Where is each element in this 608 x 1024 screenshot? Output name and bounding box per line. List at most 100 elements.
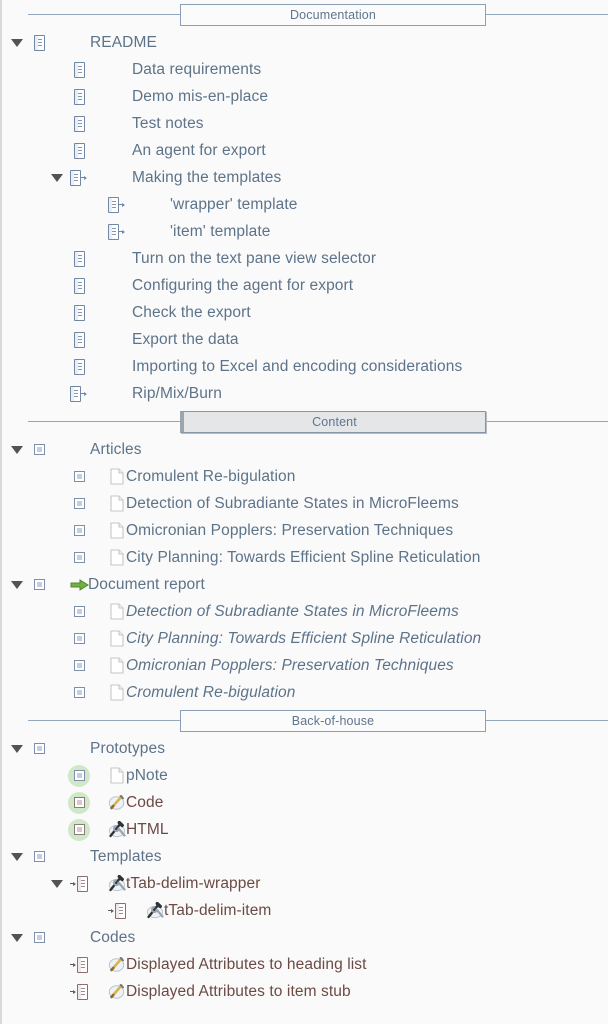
row-bullet[interactable] <box>68 873 90 895</box>
outline-row[interactable]: Detection of Subradiante States in Micro… <box>2 490 608 517</box>
row-bullet[interactable] <box>106 900 128 922</box>
outline-row[interactable]: Configuring the agent for export <box>2 272 608 299</box>
row-bullet[interactable] <box>28 574 50 596</box>
outline-row[interactable]: Test notes <box>2 110 608 137</box>
section-header-documentation[interactable]: Documentation <box>180 4 486 26</box>
outline-row[interactable]: City Planning: Towards Efficient Spline … <box>2 544 608 571</box>
section-header-back-of-house[interactable]: Back-of-house <box>180 710 486 732</box>
row-bullet[interactable] <box>68 655 90 677</box>
outline-row[interactable]: Articles <box>2 436 608 463</box>
group-square-icon[interactable] <box>73 687 85 698</box>
outline-row[interactable]: Cromulent Re-bigulation <box>2 463 608 490</box>
row-bullet[interactable] <box>68 520 90 542</box>
outline-row[interactable]: Detection of Subradiante States in Micro… <box>2 598 608 625</box>
outline-row[interactable]: Prototypes <box>2 735 608 762</box>
row-leaf-icon <box>144 900 166 922</box>
disclosure-triangle-open-icon[interactable] <box>10 578 24 592</box>
row-bullet[interactable] <box>68 383 90 405</box>
disclosure-triangle-open-icon[interactable] <box>10 850 24 864</box>
disclosure-placeholder <box>50 252 64 266</box>
outline-row[interactable]: Check the export <box>2 299 608 326</box>
row-bullet[interactable] <box>68 954 90 976</box>
row-label: Detection of Subradiante States in Micro… <box>126 602 459 620</box>
outline-row[interactable]: Displayed Attributes to heading list <box>2 951 608 978</box>
outline-row[interactable]: Templates <box>2 843 608 870</box>
row-bullet[interactable] <box>68 113 90 135</box>
row-bullet[interactable] <box>68 248 90 270</box>
outline-row[interactable]: Demo mis-en-place <box>2 83 608 110</box>
row-bullet[interactable] <box>68 818 90 841</box>
outline-row[interactable]: Data requirements <box>2 56 608 83</box>
outline-row[interactable]: Document report <box>2 571 608 598</box>
outline-row[interactable]: README <box>2 29 608 56</box>
outline-row[interactable]: Omicronian Popplers: Preservation Techni… <box>2 517 608 544</box>
outline-row[interactable]: pNote <box>2 762 608 789</box>
group-square-icon[interactable] <box>73 770 85 781</box>
outline-row[interactable]: tTab-delim-wrapper <box>2 870 608 897</box>
row-bullet[interactable] <box>68 601 90 623</box>
disclosure-triangle-open-icon[interactable] <box>10 931 24 945</box>
section-header-content[interactable]: Content <box>180 411 486 433</box>
outline-row[interactable]: 'wrapper' template <box>2 191 608 218</box>
group-square-icon[interactable] <box>73 606 85 617</box>
outline-row[interactable]: Importing to Excel and encoding consider… <box>2 353 608 380</box>
outline-row[interactable]: Rip/Mix/Burn <box>2 380 608 407</box>
row-bullet[interactable] <box>68 275 90 297</box>
outline-row[interactable]: Export the data <box>2 326 608 353</box>
disclosure-triangle-open-icon[interactable] <box>10 36 24 50</box>
row-bullet[interactable] <box>68 466 90 488</box>
row-bullet[interactable] <box>68 547 90 569</box>
row-bullet[interactable] <box>68 764 90 787</box>
row-bullet[interactable] <box>68 791 90 814</box>
row-bullet[interactable] <box>68 682 90 704</box>
row-bullet[interactable] <box>68 167 90 189</box>
row-bullet[interactable] <box>68 356 90 378</box>
outline-row[interactable]: Turn on the text pane view selector <box>2 245 608 272</box>
group-square-icon[interactable] <box>33 851 45 862</box>
group-square-icon[interactable] <box>73 471 85 482</box>
group-square-icon[interactable] <box>33 743 45 754</box>
row-bullet[interactable] <box>68 302 90 324</box>
row-bullet[interactable] <box>68 59 90 81</box>
outline-row[interactable]: Codes <box>2 924 608 951</box>
row-leaf-icon <box>106 819 128 841</box>
row-bullet[interactable] <box>68 140 90 162</box>
row-bullet[interactable] <box>106 194 128 216</box>
outline-row[interactable]: HTML <box>2 816 608 843</box>
outline-row[interactable]: Displayed Attributes to item stub <box>2 978 608 1005</box>
outline-row[interactable]: City Planning: Towards Efficient Spline … <box>2 625 608 652</box>
group-square-icon[interactable] <box>73 633 85 644</box>
outline-row[interactable]: An agent for export <box>2 137 608 164</box>
outline-row[interactable]: Omicronian Popplers: Preservation Techni… <box>2 652 608 679</box>
row-bullet[interactable] <box>68 86 90 108</box>
group-square-icon[interactable] <box>73 824 85 835</box>
row-bullet[interactable] <box>68 628 90 650</box>
row-bullet[interactable] <box>28 439 50 461</box>
disclosure-triangle-open-icon[interactable] <box>10 443 24 457</box>
group-square-icon[interactable] <box>33 579 45 590</box>
group-square-icon[interactable] <box>73 797 85 808</box>
group-square-icon[interactable] <box>33 932 45 943</box>
row-bullet[interactable] <box>68 981 90 1003</box>
disclosure-triangle-open-icon[interactable] <box>10 742 24 756</box>
outline-row[interactable]: tTab-delim-item <box>2 897 608 924</box>
disclosure-triangle-open-icon[interactable] <box>50 877 64 891</box>
outline-row[interactable]: Code <box>2 789 608 816</box>
disclosure-triangle-open-icon[interactable] <box>50 171 64 185</box>
group-square-icon[interactable] <box>73 552 85 563</box>
row-bullet[interactable] <box>106 221 128 243</box>
row-bullet[interactable] <box>68 329 90 351</box>
outline-row[interactable]: 'item' template <box>2 218 608 245</box>
group-square-icon[interactable] <box>73 498 85 509</box>
row-bullet[interactable] <box>68 493 90 515</box>
row-bullet[interactable] <box>28 927 50 949</box>
group-square-icon[interactable] <box>33 444 45 455</box>
row-bullet[interactable] <box>28 738 50 760</box>
group-square-icon[interactable] <box>73 525 85 536</box>
row-bullet[interactable] <box>28 846 50 868</box>
group-square-icon[interactable] <box>73 660 85 671</box>
row-bullet[interactable] <box>28 32 50 54</box>
outline-row[interactable]: Making the templates <box>2 164 608 191</box>
outline-row[interactable]: Cromulent Re-bigulation <box>2 679 608 706</box>
